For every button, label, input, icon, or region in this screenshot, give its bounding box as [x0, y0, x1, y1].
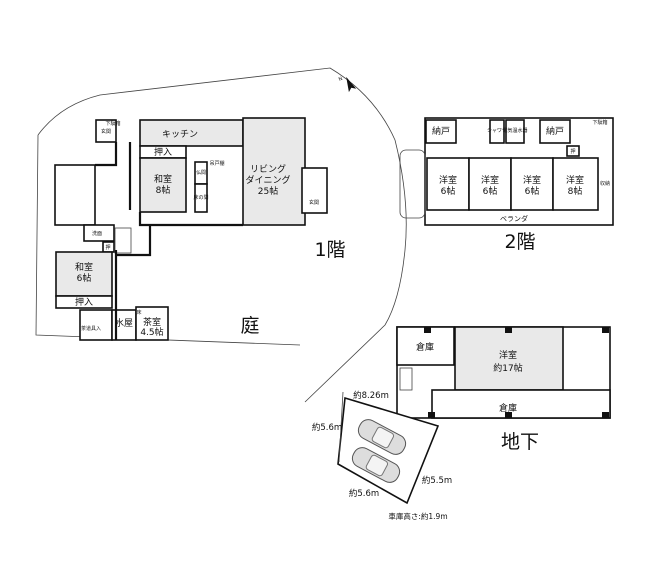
- room-2: [468, 157, 512, 211]
- label-washroom: 洗面: [92, 230, 102, 237]
- label-room-1-size: 6帖: [441, 185, 456, 197]
- tokonoma: [194, 183, 208, 213]
- label-shoe-box-2f: 下駄箱: [592, 119, 607, 126]
- washitsu-6: [55, 251, 113, 297]
- label-closet-6: 押入: [75, 296, 93, 308]
- storage-large: [431, 389, 611, 419]
- back-entrance: [95, 119, 117, 143]
- label-dining: ダイニング: [245, 174, 290, 186]
- compass-label: N: [338, 76, 344, 83]
- shower: [489, 119, 505, 144]
- label-back-entrance: 玄関: [101, 128, 111, 135]
- living-dining: [242, 117, 306, 226]
- washitsu-8: [139, 157, 187, 213]
- label-washitsu6: 和室: [75, 261, 93, 273]
- label-room-3-size: 6帖: [525, 185, 540, 197]
- room-4: [552, 157, 599, 211]
- label-storage-large: 倉庫: [499, 402, 517, 414]
- label-washitsu8: 和室: [154, 173, 172, 185]
- label-main-entrance: 玄関: [309, 199, 319, 206]
- label-washitsu6-size: 6帖: [77, 272, 92, 284]
- label-hanging-shelf: 吊戸棚: [209, 160, 224, 167]
- garage-dim-left: 約5.6m: [312, 422, 342, 433]
- label-tea-room-size: 4.5帖: [140, 326, 163, 338]
- north-arrow-icon: N: [338, 76, 357, 93]
- label-oshi-2f: 押: [570, 148, 575, 155]
- floor1-plan: キッチン 玄関 下駄箱 押入 和室 8帖 仏間 床の間 吊戸棚 リビング ダイニ…: [54, 117, 346, 341]
- stairs-1f: [114, 227, 132, 254]
- floor2-plan: 納戸 シャワー 電気温水器 下駄箱 納戸 押 収納 洋室 6帖 洋室 6帖 洋室…: [399, 117, 614, 253]
- kitchen: [139, 119, 244, 147]
- garage-dim-top: 約8.26m: [353, 390, 389, 401]
- label-room-1: 洋室: [439, 174, 457, 186]
- label-toko: 床: [136, 309, 141, 316]
- label-closet-2f: 収納: [600, 180, 610, 187]
- label-kitchen: キッチン: [162, 129, 198, 140]
- closet-6: [55, 295, 113, 309]
- stairs-basement: [399, 367, 413, 391]
- basement-title: 地下: [501, 431, 539, 453]
- tea-tools: [79, 309, 113, 341]
- label-room-4-size: 8帖: [568, 185, 583, 197]
- storage-1: [425, 119, 457, 144]
- label-storage-small: 倉庫: [416, 341, 434, 353]
- room-1: [426, 157, 470, 211]
- main-entrance: [301, 167, 328, 214]
- washroom: [83, 224, 115, 242]
- label-room-2-size: 6帖: [483, 185, 498, 197]
- car-icon: [357, 419, 407, 455]
- garden-label: 庭: [240, 315, 259, 337]
- label-water-heater: 電気温水器: [502, 127, 527, 134]
- label-mizuya: 水屋: [115, 317, 133, 329]
- label-oshi-1f: 押: [105, 244, 110, 251]
- garage-dim-bottom: 約5.6m: [349, 488, 379, 499]
- label-tea-tools: 茶道具入: [81, 325, 101, 332]
- label-storage-2: 納戸: [546, 125, 564, 137]
- label-western-room: 洋室: [499, 349, 517, 361]
- water-heater: [505, 119, 525, 144]
- garage-height-note: 車庫高さ:約1.9m: [388, 511, 447, 521]
- label-western-room-size: 約17帖: [493, 362, 522, 374]
- tea-room: [135, 306, 169, 341]
- label-room-2: 洋室: [481, 174, 499, 186]
- label-living: リビング: [250, 163, 286, 175]
- label-room-3: 洋室: [523, 174, 541, 186]
- garden-boundary: [35, 67, 407, 403]
- floor2-title: 2階: [504, 231, 535, 253]
- oshi-2f: [566, 145, 580, 157]
- label-shower: シャワー: [487, 128, 507, 134]
- car-icon: [351, 447, 401, 483]
- label-living-size: 25帖: [258, 185, 278, 197]
- label-closet-8: 押入: [154, 146, 172, 158]
- label-butsuma: 仏間: [196, 170, 206, 176]
- label-room-4: 洋室: [566, 174, 584, 186]
- label-washitsu8-size: 8帖: [156, 184, 171, 196]
- floor1-title: 1階: [314, 239, 345, 261]
- label-shoe-box: 下駄箱: [105, 120, 120, 127]
- label-storage-1: 納戸: [432, 125, 450, 137]
- label-tea-room: 茶室: [143, 316, 161, 328]
- basement-plan: 倉庫 洋室 約17帖 倉庫 地下 約8.26m 約5.6m 約5.5m 約5.6…: [312, 326, 611, 521]
- garage-dim-right: 約5.5m: [422, 475, 452, 486]
- bath-area: [54, 164, 96, 226]
- stairs-2f: [399, 149, 426, 219]
- label-tokonoma: 床の間: [193, 194, 208, 201]
- label-veranda: ベランダ: [500, 214, 528, 223]
- room-3: [510, 157, 554, 211]
- storage-2: [539, 119, 571, 144]
